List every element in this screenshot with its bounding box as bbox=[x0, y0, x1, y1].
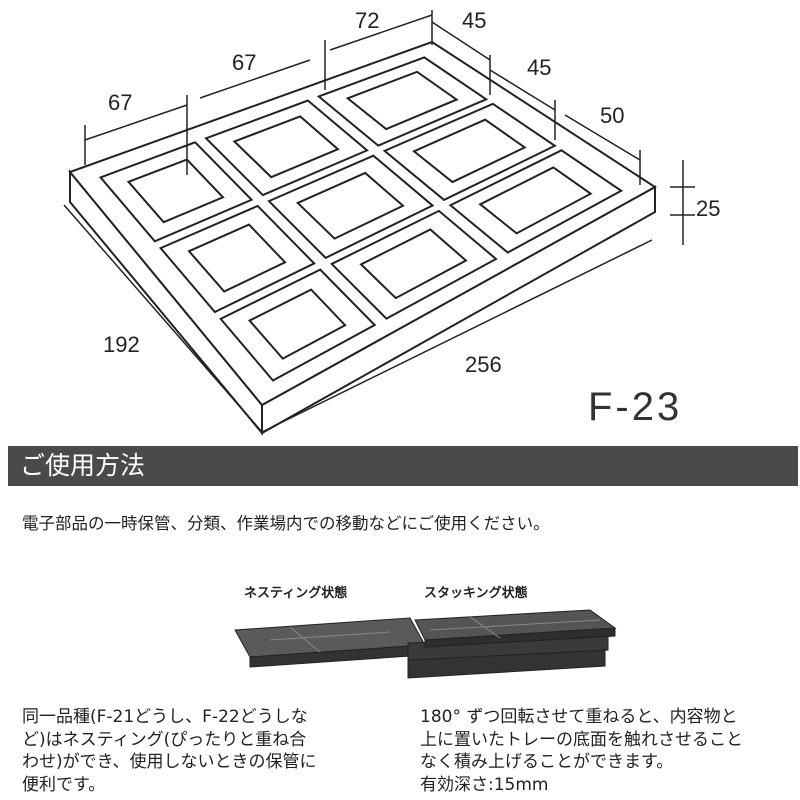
compartment bbox=[267, 154, 435, 260]
dim-right-2: 45 bbox=[527, 55, 551, 80]
tray-diagram: 67 67 72 45 45 50 25 192 256 F-23 bbox=[63, 8, 720, 436]
dim-top-3: 72 bbox=[355, 8, 379, 33]
compartment-floor bbox=[187, 223, 287, 293]
compartment-floor bbox=[345, 70, 459, 131]
tray-rim bbox=[68, 40, 657, 407]
nesting-description: 同一品種(F-21どうし、F-22どうしな ど)はネスティング(ぴったりと重ね合… bbox=[22, 707, 317, 795]
stacking-description: 180° ずつ回転させて重ねると、内容物と 上に置いたトレーの底面を触れさせるこ… bbox=[420, 707, 743, 795]
compartment-floor bbox=[232, 115, 340, 179]
compartment bbox=[219, 268, 377, 382]
nested-tray bbox=[234, 617, 426, 668]
compartment-floor bbox=[126, 158, 225, 224]
compartment bbox=[316, 56, 489, 147]
compartment bbox=[158, 204, 316, 314]
compartment bbox=[330, 209, 498, 320]
compartment-floor bbox=[359, 228, 468, 300]
compartment bbox=[98, 141, 254, 243]
section-header: ご使用方法 bbox=[8, 446, 798, 486]
compartment-floor bbox=[247, 288, 347, 360]
stacking-caption: スタッキング状態 bbox=[424, 586, 528, 601]
compartment bbox=[382, 102, 557, 202]
dim-right-1: 45 bbox=[462, 8, 486, 33]
compartment-floor bbox=[412, 118, 527, 184]
intro-text: 電子部品の一時保管、分類、作業場内での移動などにご使用ください。 bbox=[22, 514, 550, 533]
dim-top-1: 67 bbox=[108, 90, 132, 115]
dim-right-3: 50 bbox=[600, 103, 624, 128]
dim-height: 25 bbox=[696, 196, 720, 221]
dim-length: 256 bbox=[465, 352, 502, 377]
dim-top-2: 67 bbox=[232, 50, 256, 75]
stacked-trays bbox=[407, 609, 617, 679]
nesting-caption: ネスティング状態 bbox=[244, 586, 348, 601]
compartment bbox=[204, 99, 369, 197]
nesting-stacking-photo bbox=[234, 609, 617, 679]
dim-width: 192 bbox=[103, 332, 140, 357]
compartment-floor bbox=[478, 166, 593, 235]
model-number: F-23 bbox=[588, 385, 682, 429]
compartment-floor bbox=[295, 171, 405, 240]
compartment bbox=[448, 149, 624, 254]
